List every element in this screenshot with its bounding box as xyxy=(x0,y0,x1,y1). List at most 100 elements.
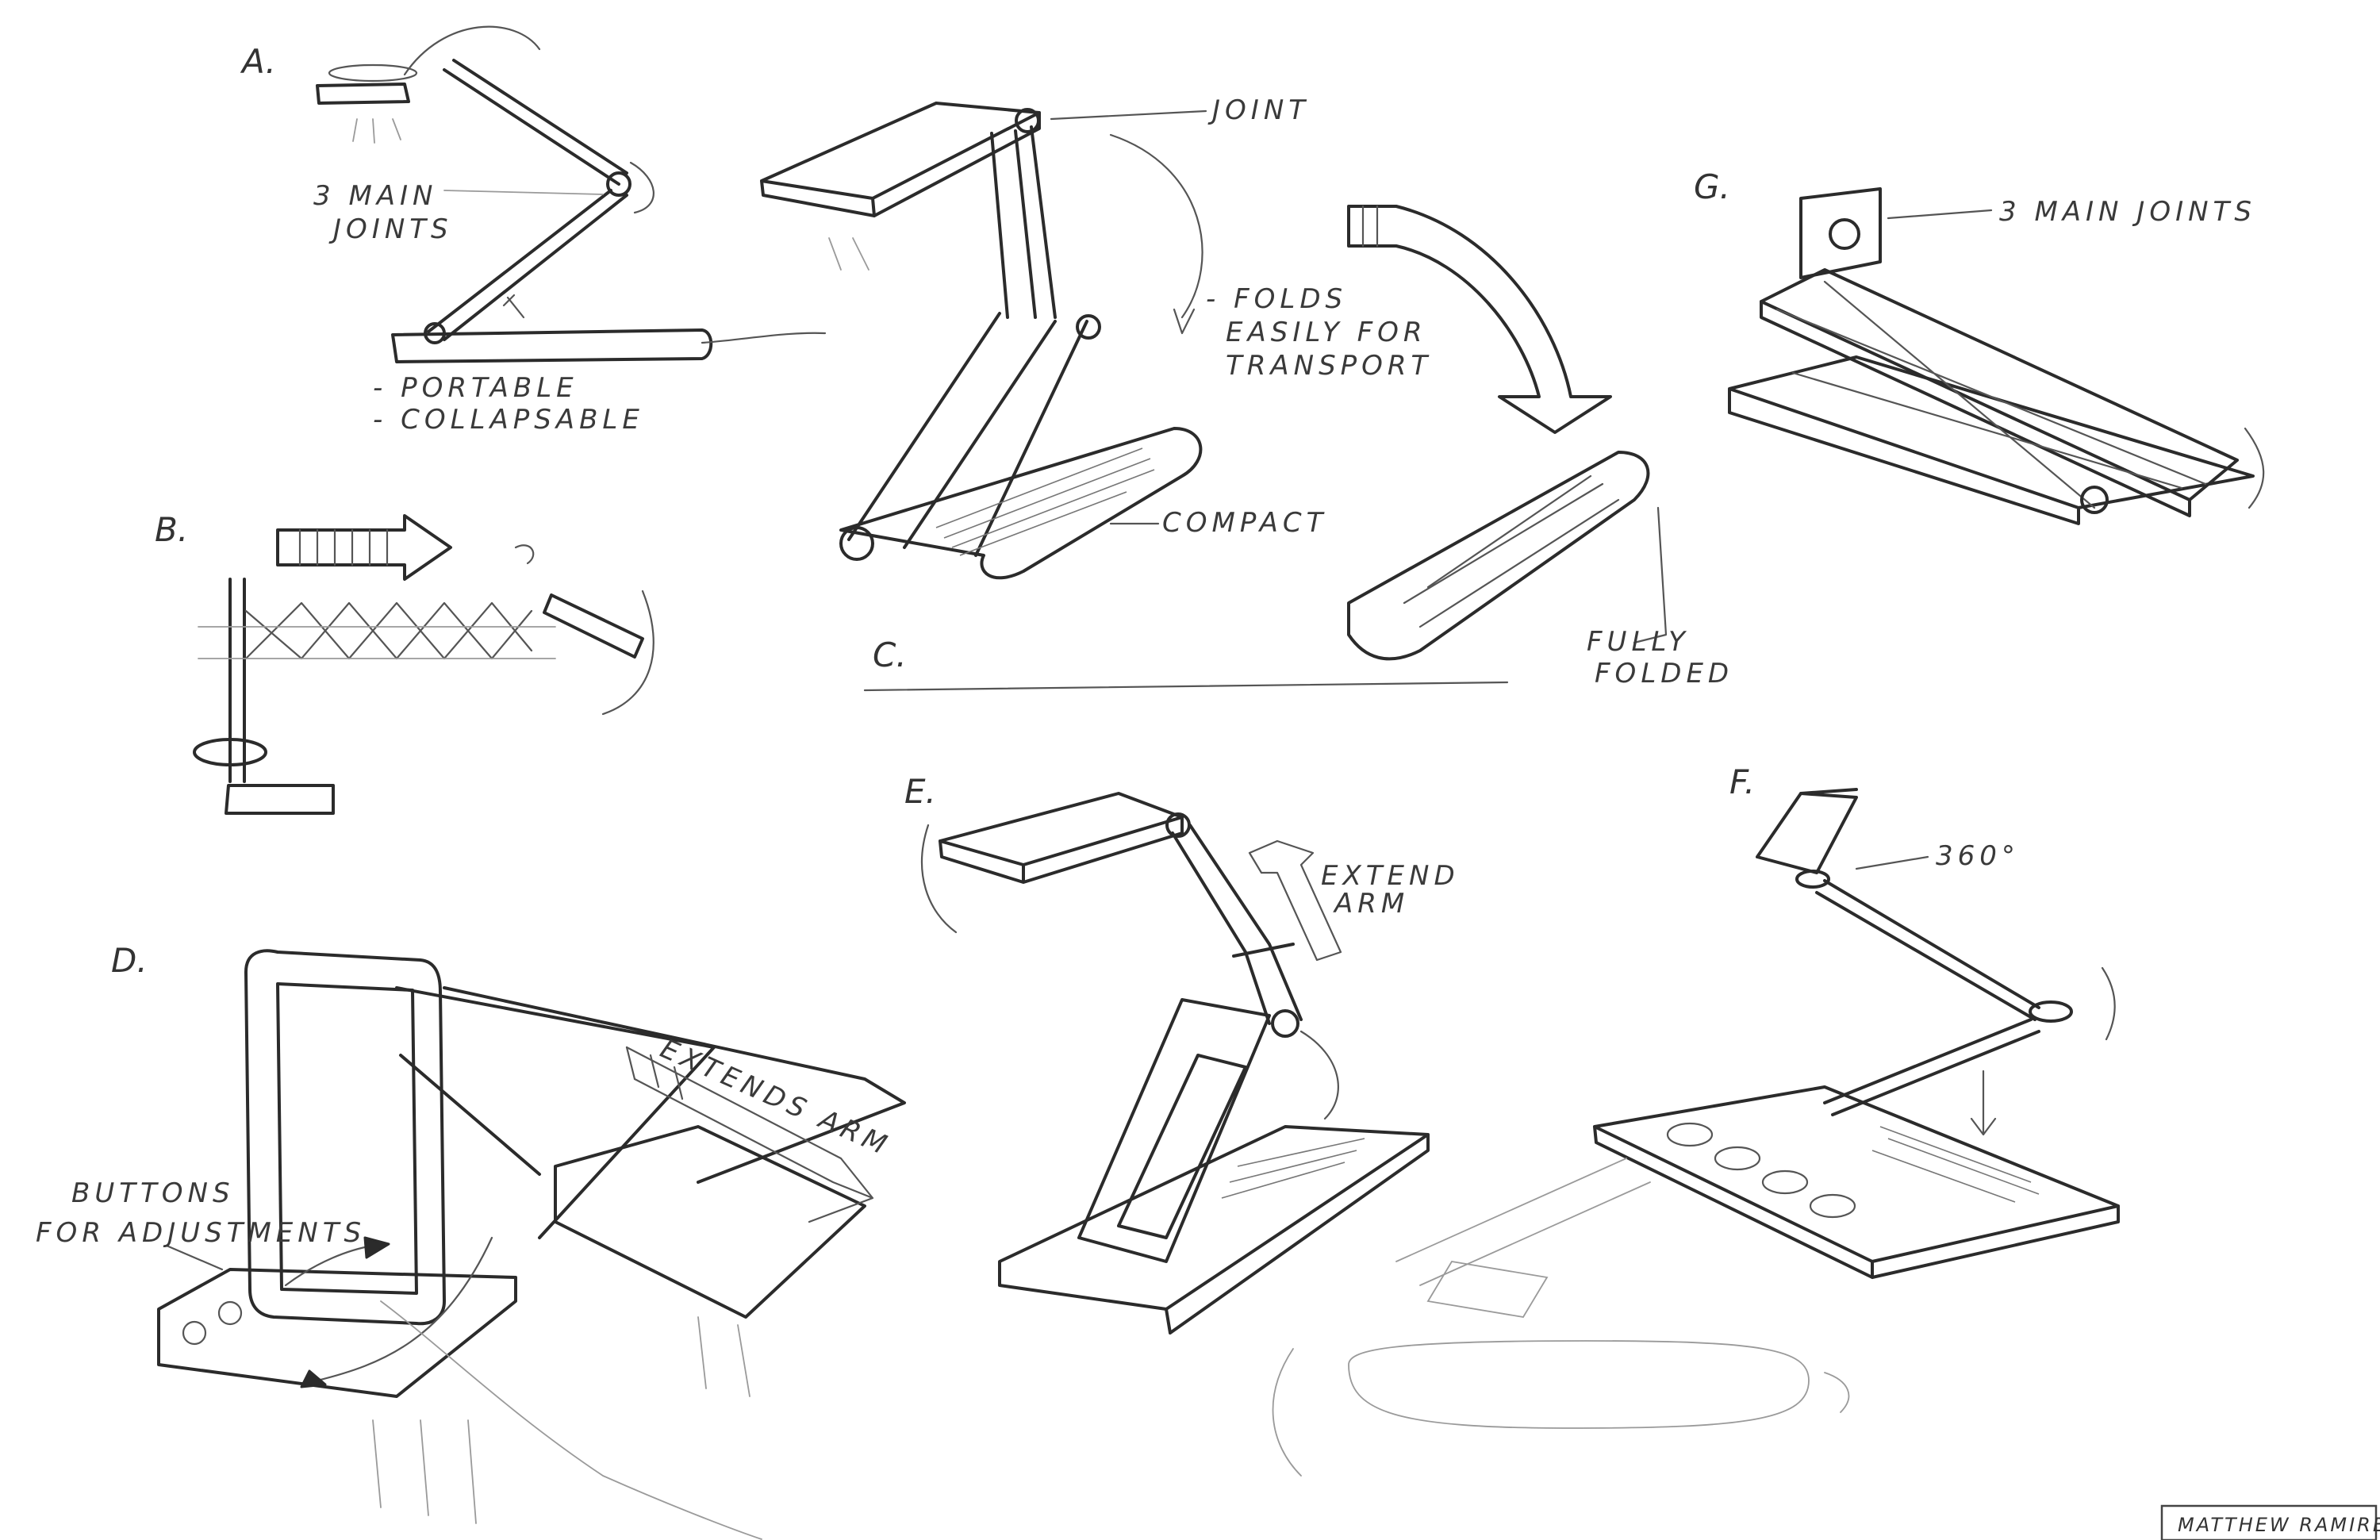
sketch-g: G. 3 MAIN JOINTS xyxy=(1694,167,2265,525)
sketch-f: F. 360° xyxy=(1272,762,2120,1477)
sketch-b-guide-lines xyxy=(198,626,556,659)
sketch-b-direction-arrow xyxy=(276,514,452,581)
sketch-c-label-folds-1: - FOLDS xyxy=(1206,283,1347,315)
sketch-a-lamp-head xyxy=(316,83,410,105)
sketch-e: E. EXTEND ARM xyxy=(904,772,1460,1335)
sketch-a-rotate-arc xyxy=(403,25,541,76)
sketch-f-label-360: 360° xyxy=(1936,840,2020,872)
sketch-a-base xyxy=(391,328,713,363)
sketch-c-ground-line xyxy=(863,681,1509,692)
sketch-a-elbow-joint xyxy=(606,171,631,197)
sketch-b-pole xyxy=(228,578,246,783)
sketch-c-base-hatch xyxy=(935,447,1155,556)
sketch-a-light-rays xyxy=(352,118,401,144)
sketch-g-label-joints: 3 MAIN JOINTS xyxy=(1999,196,2256,228)
sketch-d-buttons-leader xyxy=(165,1244,224,1271)
sketch-g-base-joint xyxy=(2080,486,2109,514)
sketch-a-upper-arm xyxy=(443,59,628,186)
sketch-d-rotate-arrows xyxy=(284,1236,493,1382)
sketch-g-cross-bars xyxy=(1775,280,2207,509)
sketch-e-elbow-joint xyxy=(1271,1009,1299,1038)
sketch-a-label-collapsable: - COLLAPSABLE xyxy=(373,404,644,436)
sketch-c-label-joint: JOINT xyxy=(1207,94,1310,126)
sketch-a-label-joints-1: 3 MAIN xyxy=(313,180,438,212)
sketch-d-arrow-heads xyxy=(300,1236,390,1388)
sketch-c-folded-form xyxy=(1347,451,1650,661)
sketch-f-down-arrow xyxy=(1970,1070,1997,1136)
sketch-g-lamp-head xyxy=(1799,187,1882,279)
sketch-d-frame-outer xyxy=(244,949,446,1326)
sketch-f-360-leader xyxy=(1855,855,1929,870)
sketch-g-letter: G. xyxy=(1694,167,1730,206)
sketch-f-shadow xyxy=(1395,1158,1651,1318)
sketch-f-base-hatch xyxy=(1871,1126,2040,1203)
sketch-e-base-hatch xyxy=(1221,1138,1365,1199)
sketch-c-label-folds-3: TRANSPORT xyxy=(1226,350,1432,382)
sketch-f-base xyxy=(1593,1085,2120,1279)
sketch-a: A. 3 MAIN JOINTS - PORTABLE - COLLAPSABL… xyxy=(240,25,827,436)
sketch-c-base-joint xyxy=(839,526,874,561)
sketch-e-label-extend-2: ARM xyxy=(1333,888,1409,920)
sketch-b-pivot-disc xyxy=(193,738,267,766)
sketch-b-rotate-mark xyxy=(514,544,535,565)
sketch-f-button-2 xyxy=(1714,1146,1761,1171)
sketch-f-loop-form xyxy=(1348,1340,1810,1429)
sketch-a-letter: A. xyxy=(240,42,276,81)
sketch-g-lower-frame xyxy=(1728,355,2255,525)
sketch-a-elbow-arc xyxy=(629,161,654,214)
sketch-f-button-4 xyxy=(1809,1193,1856,1219)
sketch-b-scissor-arm xyxy=(244,601,533,660)
sketch-g-head-joint xyxy=(1829,218,1860,250)
sketch-b-lamp-head xyxy=(543,593,644,659)
sketch-d-extend-arrow xyxy=(625,1046,874,1223)
sketch-b-letter: B. xyxy=(155,510,188,549)
sketch-a-label-portable: - PORTABLE xyxy=(373,372,578,404)
sketch-c-joint-leader xyxy=(1050,109,1207,121)
sketch-d-frame-inner xyxy=(276,982,418,1295)
signature-box xyxy=(2160,1504,2378,1540)
sketch-c-label-folds-2: EASILY FOR xyxy=(1226,317,1427,348)
signature: MATTHEW RAMIREZ xyxy=(2178,1514,2380,1536)
sketch-f-elbow-joint xyxy=(2029,1000,2073,1023)
sketch-c-label-compact: COMPACT xyxy=(1162,507,1327,539)
sketch-a-leader xyxy=(443,190,604,195)
sketch-f-lamp-head xyxy=(1756,788,1858,874)
sketch-a-lower-arm xyxy=(427,189,628,341)
sketch-c-folded-inner xyxy=(1403,474,1620,628)
sketch-f-upper-arm xyxy=(1815,879,2040,1021)
sketch-d: D. EXTENDS ARM BUTTONS FOR ADJUSTMENTS xyxy=(36,941,906,1540)
sketch-f-button-1 xyxy=(1666,1122,1714,1147)
sketch-d-arrow-stripes xyxy=(625,1046,684,1100)
sketch-c-label-fully-1: FULLY xyxy=(1587,626,1690,658)
sketch-c-base xyxy=(839,427,1203,580)
sketch-c-label-fully-2: FOLDED xyxy=(1595,658,1733,689)
sketch-e-lamp-head xyxy=(939,792,1184,884)
sketch-e-base xyxy=(998,1125,1430,1335)
sketch-e-label-extend-1: EXTEND xyxy=(1321,860,1460,892)
sketch-d-button-1 xyxy=(182,1320,207,1346)
sketch-c-curved-arrow xyxy=(1347,205,1612,434)
sketch-a-label-joints-2: JOINTS xyxy=(328,213,453,245)
sketch-d-button-2 xyxy=(217,1300,243,1326)
sketch-d-arm-extension xyxy=(554,1125,866,1319)
sketch-f-lower-arm xyxy=(1823,1018,2040,1116)
sketch-c: C. JOINT - FOLDS EASILY FOR TRANSPORT CO… xyxy=(760,94,1733,692)
sketch-e-letter: E. xyxy=(904,772,936,811)
sketch-d-label-extends: EXTENDS ARM xyxy=(655,1033,895,1163)
sketch-b-base xyxy=(225,784,335,815)
sketch-g-upper-frame xyxy=(1760,268,2239,517)
sketch-d-letter: D. xyxy=(111,941,148,980)
sketch-a-head-top xyxy=(328,63,418,83)
sketch-c-upper-frame xyxy=(990,125,1057,319)
sketch-a-arrow xyxy=(502,294,525,319)
sketch-c-arrow-stripes xyxy=(1361,205,1379,248)
sketch-d-light-rays xyxy=(372,1316,750,1524)
sketch-b-arrow-stripes xyxy=(298,528,389,566)
sketch-b-swing-arc xyxy=(601,590,654,716)
sketch-d-label-buttons-2: FOR ADJUSTMENTS xyxy=(36,1217,366,1249)
sketch-c-fold-arrow xyxy=(1109,133,1203,335)
signature-block: MATTHEW RAMIREZ xyxy=(2160,1504,2380,1540)
sketch-f-elbow-arc xyxy=(2101,966,2116,1041)
